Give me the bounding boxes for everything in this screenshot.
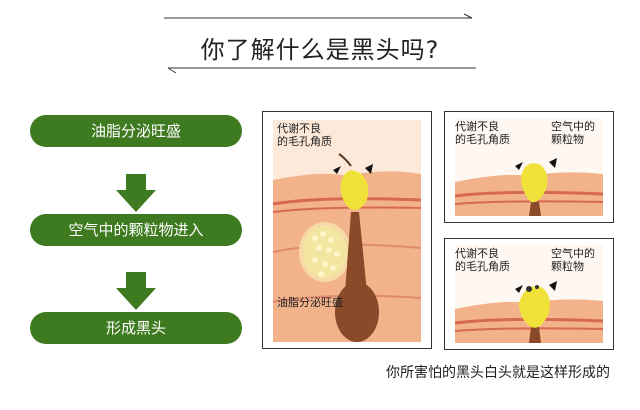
label-particles: 空气中的 颗粒物	[551, 247, 595, 273]
title-frame-lines	[164, 13, 476, 74]
label-keratin: 代谢不良 的毛孔角质	[455, 120, 510, 146]
bottom-caption: 你所害怕的黑头白头就是这样形成的	[386, 365, 610, 381]
page-title: 你了解什么是黑头吗?	[200, 36, 440, 64]
title-banner: 你了解什么是黑头吗?	[160, 10, 480, 76]
label-sebum: 油脂分泌旺盛	[277, 296, 343, 309]
pore-illustration-blackhead: 代谢不良 的毛孔角质 空气中的 颗粒物	[444, 238, 614, 350]
pore-illustration-main: 代谢不良 的毛孔角质 油脂分泌旺盛	[262, 111, 432, 349]
down-arrow-icon	[116, 272, 156, 310]
skin-cross-section	[454, 245, 604, 343]
label-keratin: 代谢不良 的毛孔角质	[277, 122, 332, 148]
step-blackhead-forms: 形成黑头	[30, 312, 242, 344]
down-arrow-icon	[116, 174, 156, 212]
label-keratin: 代谢不良 的毛孔角质	[455, 247, 510, 273]
skin-cross-section	[454, 118, 604, 216]
pore-illustration-particles: 代谢不良 的毛孔角质 空气中的 颗粒物	[444, 111, 614, 223]
skin-cross-section	[272, 120, 422, 342]
step-oil-secretion: 油脂分泌旺盛	[30, 115, 242, 147]
label-particles: 空气中的 颗粒物	[551, 120, 595, 146]
step-particles-enter: 空气中的颗粒物进入	[30, 214, 242, 246]
